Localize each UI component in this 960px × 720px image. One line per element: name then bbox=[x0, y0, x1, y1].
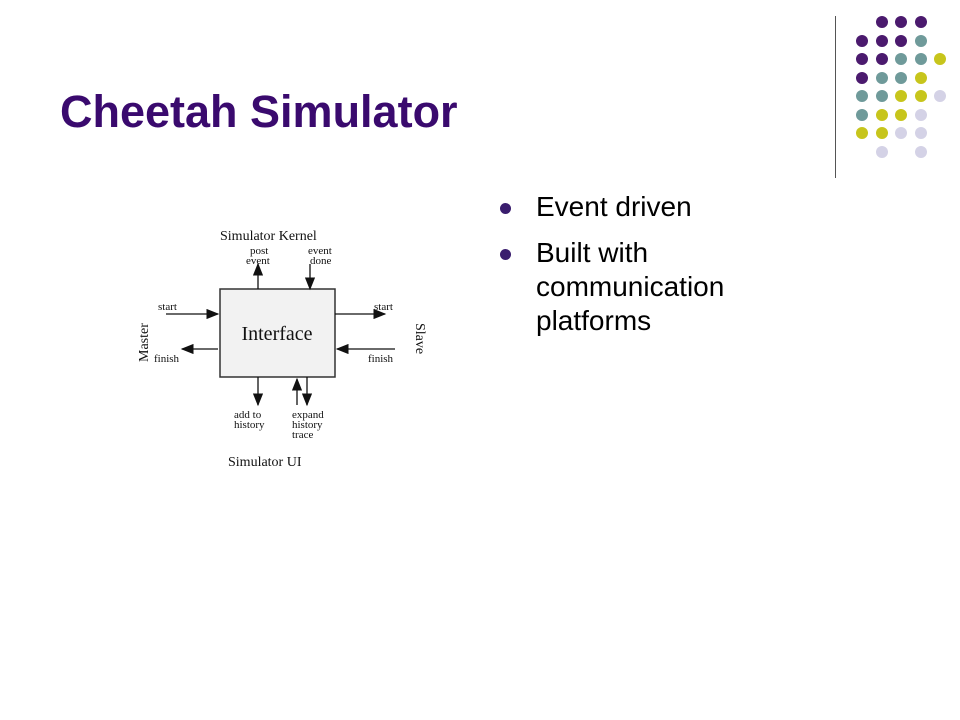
decorative-dot bbox=[856, 34, 868, 47]
slave-start-label: start bbox=[374, 301, 393, 313]
slave-label: Slave bbox=[412, 323, 427, 354]
add-to-history-label: add to history bbox=[234, 409, 265, 431]
bullet-dot-icon bbox=[500, 249, 511, 260]
decorative-dot bbox=[914, 90, 927, 102]
decorative-dot bbox=[934, 53, 946, 65]
post-event-label: post event bbox=[246, 245, 271, 267]
decorative-dot bbox=[875, 34, 888, 47]
bullet-text: Built with communication platforms bbox=[536, 237, 725, 336]
decorative-dot bbox=[856, 53, 868, 65]
expand-history-trace-label: expand history trace bbox=[292, 409, 327, 441]
decorative-dot bbox=[856, 108, 868, 121]
slave-finish-label: finish bbox=[368, 353, 394, 365]
master-label: Master bbox=[137, 323, 152, 362]
master-start-label: start bbox=[158, 301, 177, 313]
bullet-dot-icon bbox=[500, 203, 511, 214]
decorative-dot bbox=[895, 108, 907, 121]
decorative-dot bbox=[875, 53, 888, 65]
divider-line bbox=[835, 16, 836, 178]
decorative-dot bbox=[914, 16, 927, 28]
slide-title: Cheetah Simulator bbox=[60, 86, 458, 137]
decorative-dot bbox=[914, 127, 927, 139]
decorative-dot bbox=[895, 71, 907, 84]
decorative-dot bbox=[875, 90, 888, 102]
bullet-list: Event driven Built with communication pl… bbox=[498, 190, 796, 350]
simulator-kernel-label: Simulator Kernel bbox=[220, 229, 317, 244]
decorative-dot bbox=[914, 108, 927, 121]
interface-box bbox=[219, 288, 336, 378]
decorative-dot bbox=[914, 53, 927, 65]
decorative-dot bbox=[934, 90, 946, 102]
decorative-dot bbox=[895, 127, 907, 139]
decorative-dot bbox=[914, 34, 927, 47]
decorative-dot bbox=[875, 127, 888, 139]
decorative-dot bbox=[856, 127, 868, 139]
bullet-item: Built with communication platforms bbox=[498, 236, 796, 338]
decorative-dot bbox=[875, 108, 888, 121]
bullet-item: Event driven bbox=[498, 190, 796, 224]
decorative-dot bbox=[895, 90, 907, 102]
decorative-dot bbox=[875, 145, 888, 158]
interface-diagram: Simulator Kernel Interface post event ev… bbox=[137, 229, 427, 470]
decorative-dot bbox=[914, 145, 927, 158]
event-done-label: event done bbox=[308, 245, 335, 267]
simulator-ui-label: Simulator UI bbox=[228, 455, 302, 470]
interface-label: Interface bbox=[241, 323, 312, 345]
decorative-dot bbox=[895, 34, 907, 47]
decorative-dot bbox=[914, 71, 927, 84]
decorative-dot bbox=[895, 53, 907, 65]
decorative-dot bbox=[875, 16, 888, 28]
decorative-dot bbox=[856, 90, 868, 102]
decorative-dot bbox=[875, 71, 888, 84]
decorative-dot bbox=[895, 16, 907, 28]
decorative-dot bbox=[856, 71, 868, 84]
master-finish-label: finish bbox=[154, 353, 180, 365]
bullet-text: Event driven bbox=[536, 191, 692, 222]
